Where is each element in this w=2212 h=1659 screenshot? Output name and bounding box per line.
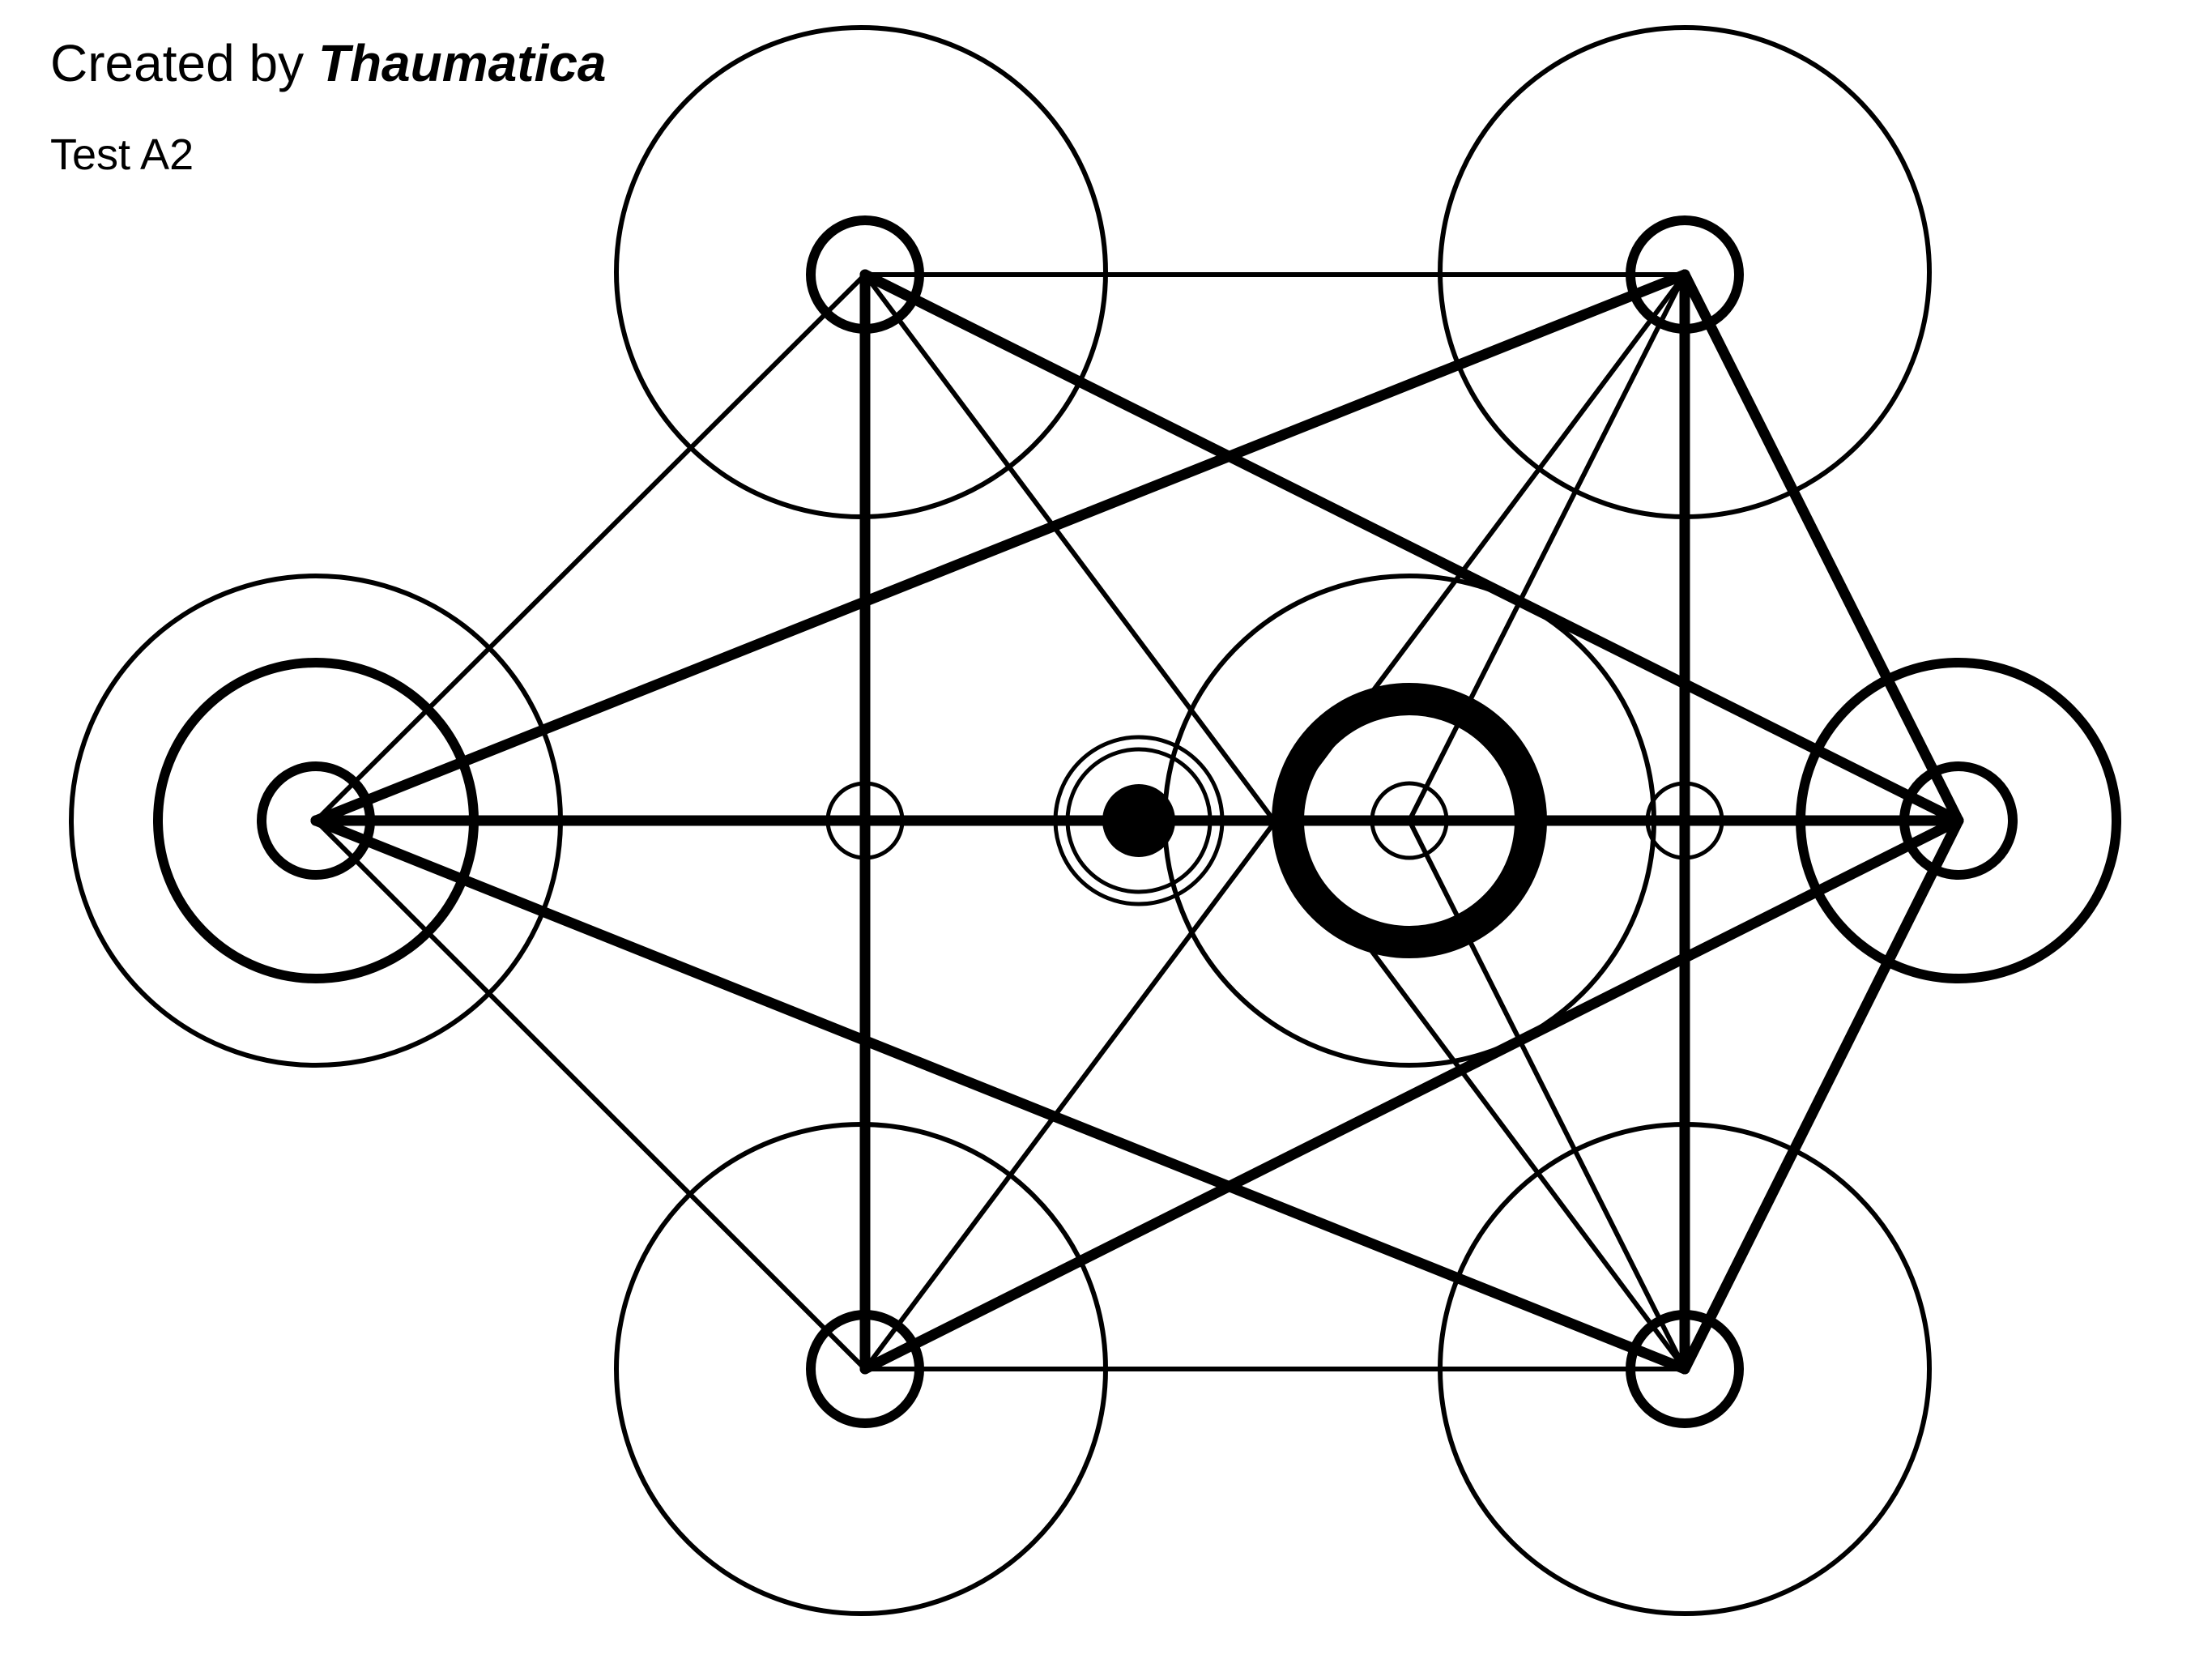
line-bottom-right-to-right [1679,815,1964,1375]
heavy-center-ring [1272,683,1547,958]
line-left-to-bottom-left [313,818,867,1371]
ring-near-center-inner [1065,747,1213,894]
small-circle-right-cross [1645,781,1724,860]
center-line-circles [825,735,1724,906]
line-top-left-to-right [859,269,1964,826]
line-top-right-to-bottom-right-a [1407,272,1687,823]
line-left-to-bottom-right [310,815,1690,1375]
line-bottom-left-to-right [859,815,1964,1375]
small-circle-center [1370,781,1449,860]
ring-near-center-outer [1053,735,1225,906]
line-top-right-to-right [1679,269,1964,826]
line-top-right-to-bottom-right-b [1407,818,1687,1371]
line-left-to-top-right [310,269,1690,826]
credit-line: Created by Thaumatica [50,29,607,97]
small-circle-left-cross [825,781,905,860]
credit-author: Thaumatica [318,34,607,92]
line-left-to-top-left [313,272,867,823]
credit-prefix: Created by [50,34,318,92]
center-dot [1102,784,1175,857]
test-label: Test A2 [50,130,194,179]
thick-lines [310,269,1964,1375]
